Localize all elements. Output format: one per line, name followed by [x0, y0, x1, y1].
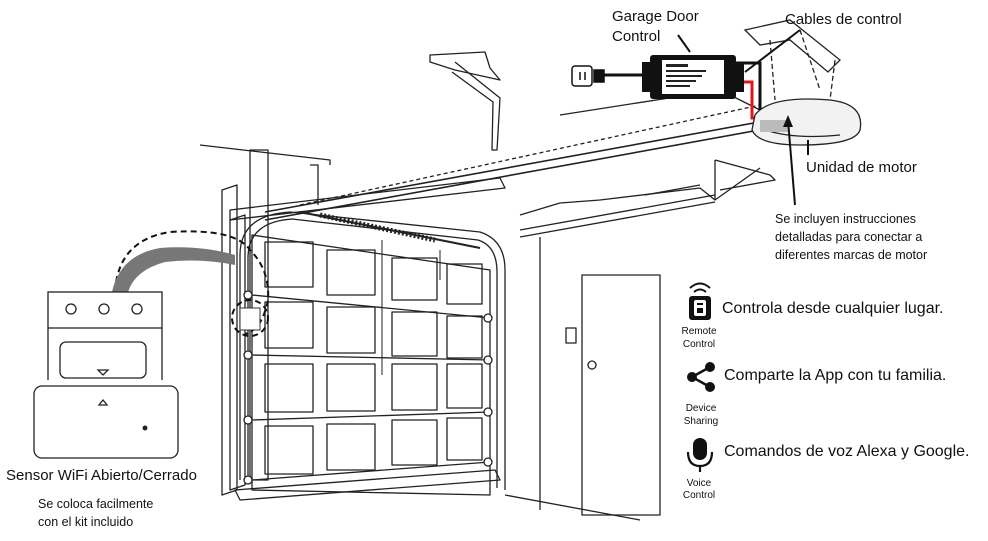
- feature-voice-caption-2: Control: [682, 490, 716, 501]
- feature-voice-caption-1: Voice: [686, 478, 712, 489]
- feature-remote-caption-2: Control: [682, 339, 716, 350]
- controller-label-line1: Garage Door: [612, 8, 699, 25]
- instructions-line2: detalladas para conectar a: [775, 230, 923, 244]
- controller-device: [642, 55, 744, 99]
- sensor-title: Sensor WiFi Abierto/Cerrado: [6, 467, 197, 484]
- controller-label-line2: Control: [612, 28, 661, 45]
- feature-sharing-caption-2: Sharing: [683, 416, 719, 427]
- instructions-line1: Se incluyen instrucciones: [775, 212, 917, 226]
- cables-label: Cables de control: [785, 11, 902, 28]
- remote-control-icon: [689, 282, 711, 320]
- ceiling-bracket: [429, 51, 501, 81]
- feature-sharing-text: Comparte la App con tu familia.: [724, 367, 947, 384]
- share-icon: [687, 362, 715, 392]
- feature-sharing-caption-1: Device: [685, 403, 717, 414]
- power-plug: [571, 65, 605, 87]
- feature-remote-caption-1: Remote: [681, 326, 717, 337]
- sensor-note-line2: con el kit incluido: [38, 515, 134, 529]
- feature-voice-text: Comandos de voz Alexa y Google.: [724, 443, 970, 460]
- sensor-note-line1: Se coloca facilmente: [38, 497, 154, 511]
- sensor-illustration: [33, 291, 179, 459]
- motor-label: Unidad de motor: [806, 159, 917, 176]
- sensor-callout-small: [231, 299, 269, 337]
- instructions-line3: diferentes marcas de motor: [775, 248, 928, 262]
- motor-unit: [743, 19, 862, 146]
- feature-remote-text: Controla desde cualquier lugar.: [722, 300, 944, 317]
- microphone-icon: [686, 438, 714, 472]
